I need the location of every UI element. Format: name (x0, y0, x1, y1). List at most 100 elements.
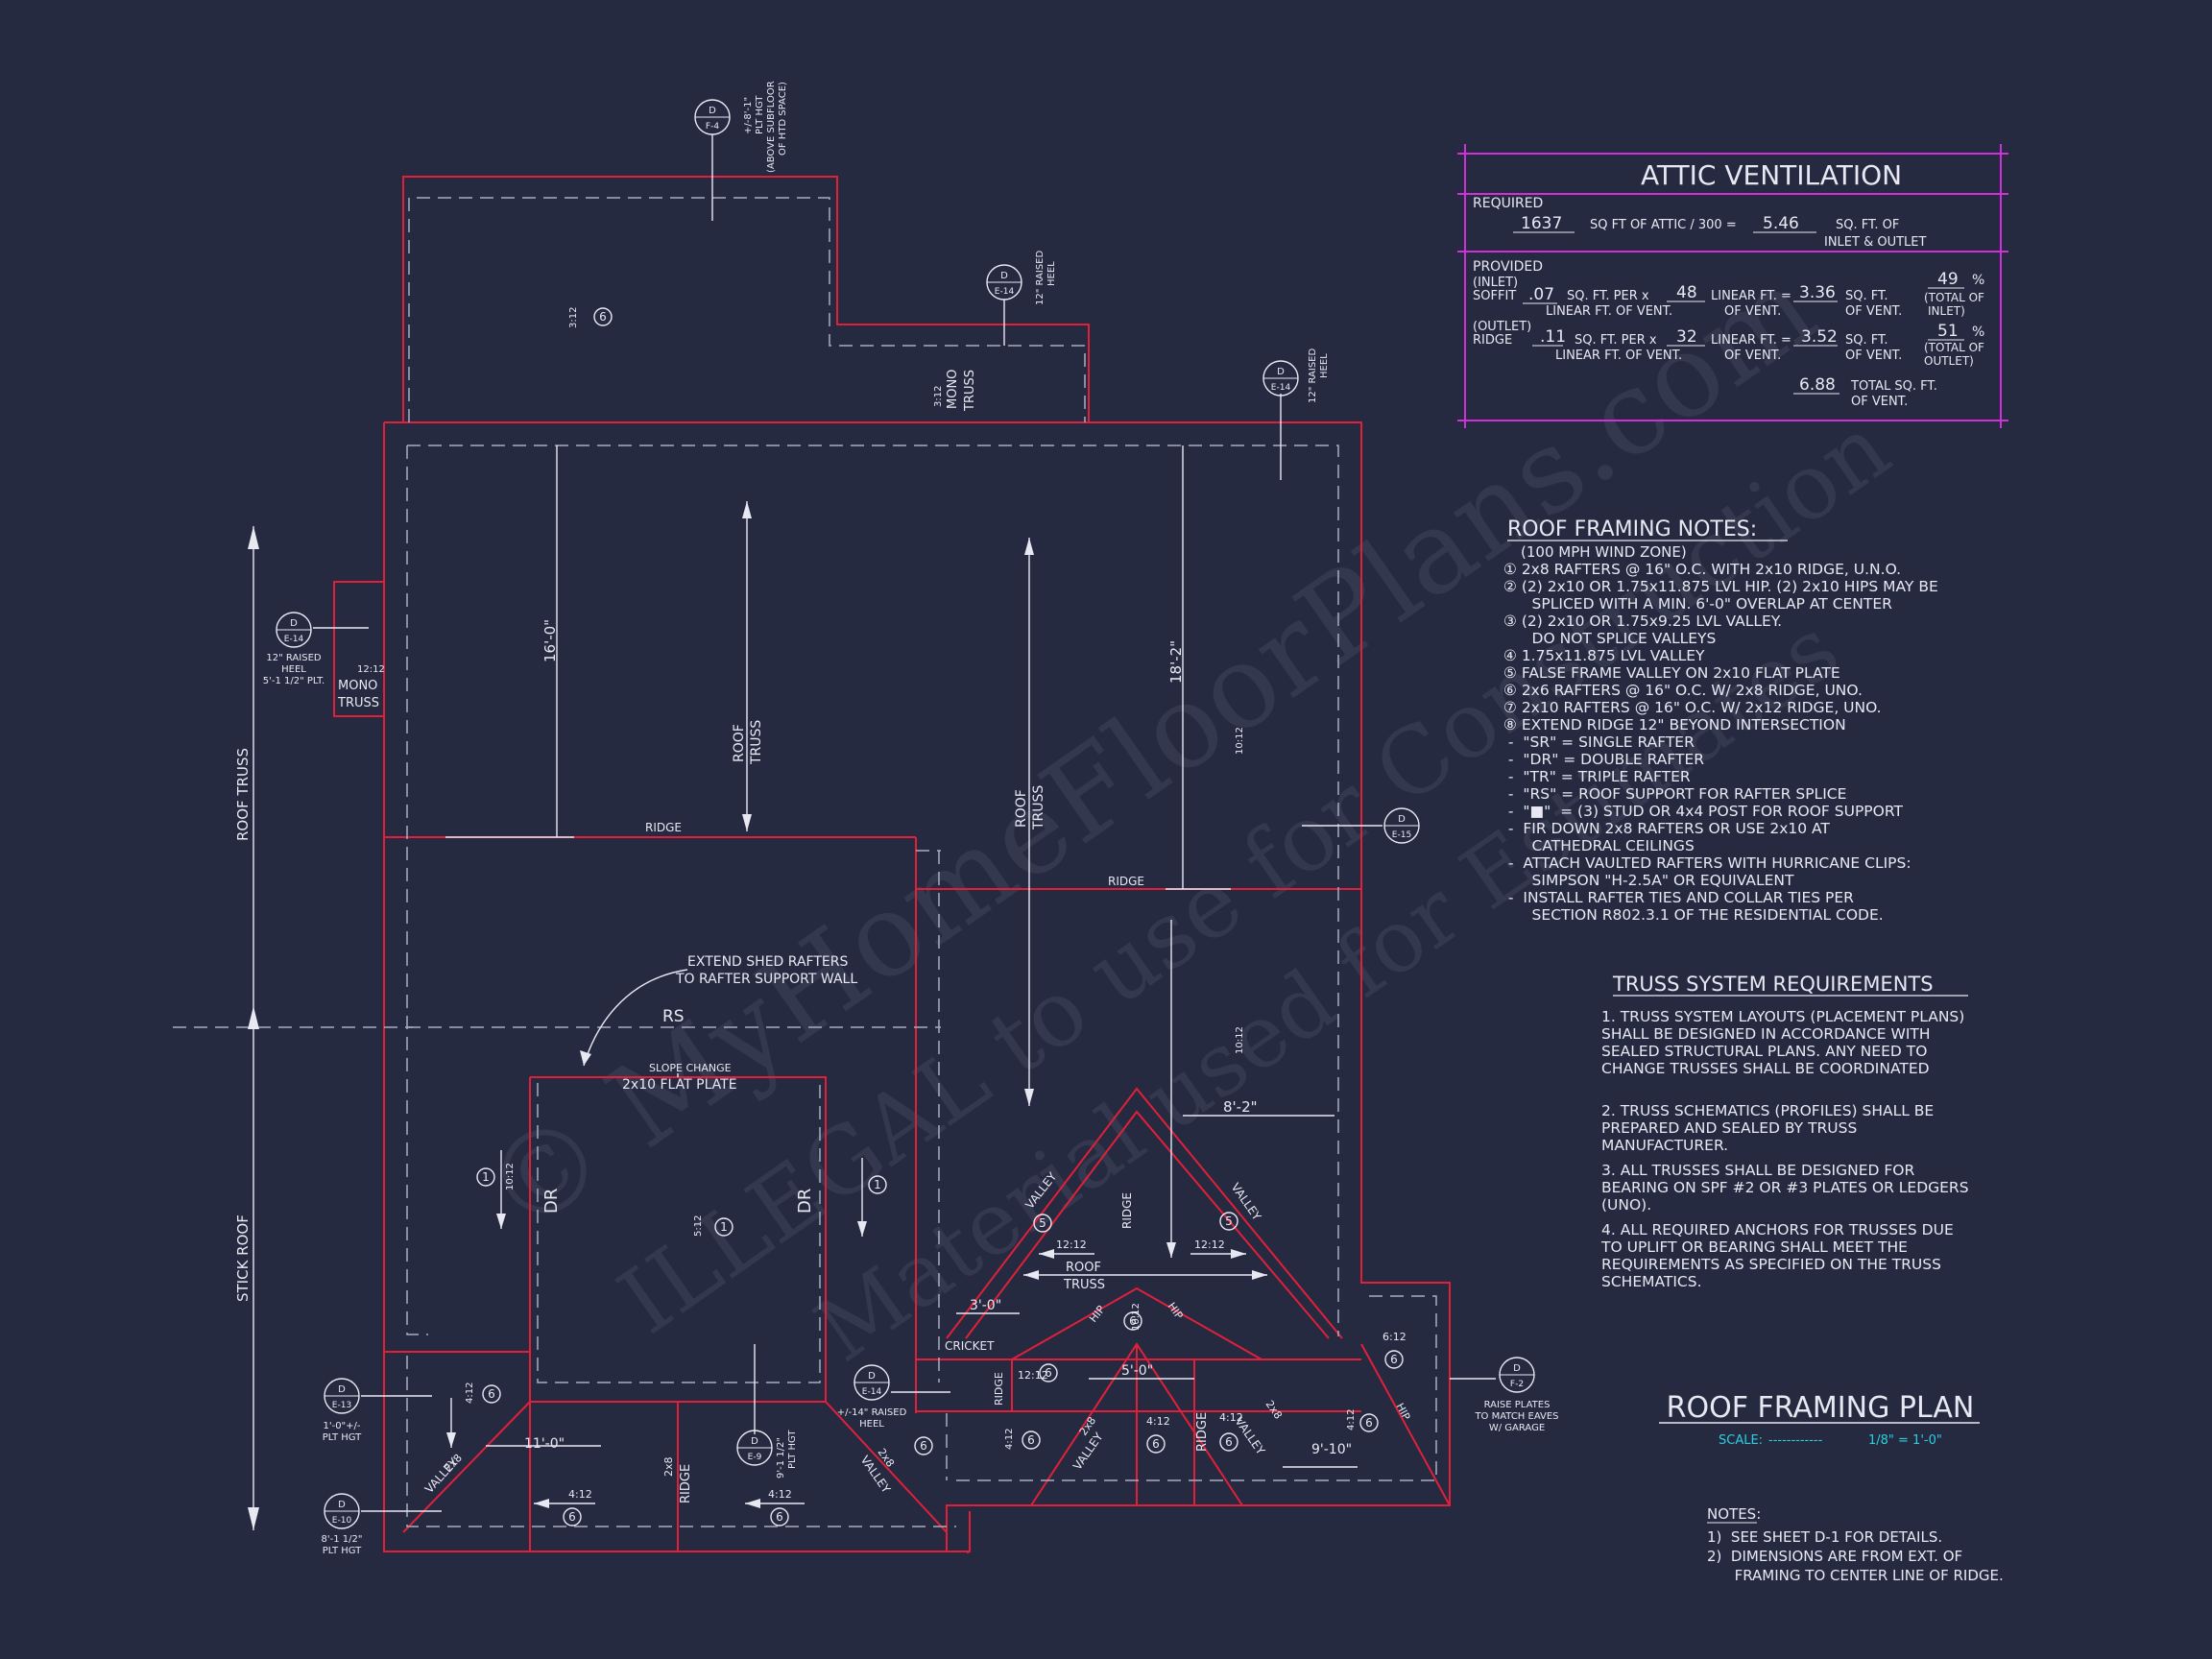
roof-note-line: - "TR" = TRIPLE RAFTER (1503, 768, 1691, 785)
vent-of-vent-3: OF VENT. (1724, 349, 1781, 363)
note-number-6-low-b: 6 (1027, 1433, 1035, 1447)
vent-sq-ft-per-1: SQ. FT. PER x (1567, 289, 1649, 303)
callout-e9-d: D (751, 1436, 758, 1447)
plan-title: ROOF FRAMING PLAN (1667, 1391, 1975, 1425)
plan-scale-value: 1/8" = 1'-0" (1868, 1433, 1942, 1448)
label-pitch-4-12-f: 4:12 (1004, 1429, 1015, 1450)
label-truss-mono-left: TRUSS (337, 696, 379, 710)
label-truss-bottom: TRUSS (1063, 1278, 1105, 1292)
callout-e9-sheet: E-9 (748, 1453, 762, 1462)
dashed-bottom-right (956, 1295, 1437, 1481)
note-bubble-6-low-b (1022, 1431, 1041, 1450)
label-dim-8-2: 8'-2" (1223, 1098, 1258, 1116)
arrowhead-truss-h-left (1023, 1270, 1039, 1280)
callout-e9: D E-9 9'-1 1/2" PLT HGT (736, 1430, 798, 1479)
dashed-main (407, 445, 1339, 1336)
label-ridge-low-a: RIDGE (993, 1372, 1005, 1406)
roof-note-line: CATHEDRAL CEILINGS (1503, 837, 1695, 854)
roof-note-line: ④ 1.75x11.875 LVL VALLEY (1503, 647, 1705, 664)
vent-ridge-label: RIDGE (1473, 333, 1512, 348)
callout-upper-raised: 12" RAISED (1035, 250, 1046, 305)
note-number-6-low: 6 (1045, 1366, 1052, 1380)
arrowhead-4-down (446, 1432, 456, 1448)
callout-top-d: D (709, 106, 716, 116)
label-extend-shed-2: TO RAFTER SUPPORT WALL (675, 972, 857, 987)
arrowhead-shed-leader (580, 1050, 591, 1066)
roof-note-line: - INSTALL RAFTER TIES AND COLLAR TIES PE… (1503, 889, 1854, 906)
vent-grand-total: 6.88 (1799, 375, 1836, 395)
callout-f2-text-1: RAISE PLATES (1484, 1400, 1551, 1410)
callout-top-f4: D F-4 +/-8'-1" PLT HGT (ABOVE SUBFLOOR O… (694, 81, 788, 173)
dashed-shed (537, 1083, 821, 1383)
roof-framing-notes: ROOF FRAMING NOTES: (100 MPH WIND ZONE) … (1503, 517, 1938, 924)
vent-total-of-1: (TOTAL OF (1924, 291, 1984, 304)
truss-req-line: MANUFACTURER. (1601, 1137, 1728, 1154)
label-pitch-12-12-right: 12:12 (1194, 1238, 1225, 1251)
arrowhead-truss-left-top (742, 501, 752, 518)
truss-req-line: 4. ALL REQUIRED ANCHORS FOR TRUSSES DUE (1601, 1221, 1954, 1238)
label-dim-9-10: 9'-10" (1311, 1442, 1352, 1457)
callout-top-text-3: (ABOVE SUBFLOOR (766, 81, 777, 173)
label-slope-change: SLOPE CHANGE (649, 1062, 732, 1074)
roof-note-line: ⑤ FALSE FRAME VALLEY ON 2x10 FLAT PLATE (1503, 664, 1840, 682)
truss-req-line: BEARING ON SPF #2 OR #3 PLATES OR LEDGER… (1601, 1179, 1969, 1196)
label-pitch-5-12: 5:12 (693, 1215, 704, 1237)
arrowhead-4-left (534, 1499, 549, 1508)
callout-low-e14: D E-14 +/-14" RAISED HEEL (837, 1364, 907, 1430)
arrowhead-truss-left-bottom (742, 814, 752, 831)
arrowhead-12-right (1231, 1249, 1246, 1259)
vent-inlet-label: (INLET) (1473, 276, 1518, 290)
dimension-lines (252, 134, 1496, 1530)
outline-left-valleys (402, 1401, 531, 1533)
vent-outlet-label: (OUTLET) (1473, 320, 1531, 334)
dashed-main-left (406, 445, 428, 1335)
label-truss-mono-upper: TRUSS (963, 370, 977, 412)
callout-f2-text-3: W/ GARAGE (1489, 1423, 1545, 1433)
label-valley-b: VALLEY (1229, 1181, 1264, 1224)
note-number-1-left: 1 (482, 1170, 490, 1184)
vent-inlet-close: INLET) (1928, 304, 1965, 318)
vent-required-value: 5.46 (1763, 214, 1799, 233)
note-number-1-shed: 1 (720, 1220, 728, 1234)
vent-of-vent-end: OF VENT. (1851, 395, 1908, 409)
vent-soffit-linear: 48 (1676, 283, 1697, 302)
roof-note-line: - FIR DOWN 2x8 RAFTERS OR USE 2x10 AT (1503, 820, 1830, 837)
callout-e10-sheet: E-10 (332, 1516, 352, 1526)
arrowhead-12-left (1039, 1249, 1054, 1259)
label-roof-bottom: ROOF (1066, 1261, 1101, 1275)
callout-e10-hgt: PLT HGT (323, 1546, 362, 1556)
note-bubble-6-low-d (1219, 1432, 1238, 1452)
vent-pct-2: % (1972, 325, 1984, 340)
note-bubble-6-bottom-a (563, 1507, 582, 1527)
note-bubble-6-mid (914, 1436, 933, 1455)
attic-ventilation-table: ATTIC VENTILATION REQUIRED 1637 SQ FT OF… (1457, 144, 2008, 428)
callout-f2-d: D (1513, 1363, 1521, 1374)
notes-title: NOTES: (1707, 1505, 1761, 1523)
label-roof-left: ROOF (732, 724, 747, 762)
label-pitch-4-12-b: 4:12 (768, 1488, 792, 1501)
roof-notes-lines: ① 2x8 RAFTERS @ 16" O.C. WITH 2x10 RIDGE… (1503, 561, 1938, 924)
label-cricket: CRICKET (945, 1339, 995, 1353)
callout-f2-sheet: F-2 (1510, 1380, 1524, 1389)
roof-note-line: SIMPSON "H-2.5A" OR EQUIVALENT (1503, 872, 1794, 889)
label-2x8-ridge-left: 2x8 (662, 1456, 675, 1477)
callout-top-text-1: +/-8'-1" (743, 97, 754, 134)
callout-e10-d: D (338, 1500, 346, 1510)
label-pitch-upper: 3:12 (568, 307, 579, 328)
callout-e13: D E-13 1'-0"+/- PLT HGT (323, 1378, 362, 1443)
outline-right-hip (1360, 1343, 1451, 1506)
vent-soffit-total: 3.36 (1799, 283, 1836, 302)
vent-of-vent-2: OF VENT. (1845, 304, 1902, 319)
label-dr-right: DR (795, 1189, 815, 1214)
roof-note-line: ⑧ EXTEND RIDGE 12" BEYOND INTERSECTION (1503, 716, 1846, 733)
callout-e13-plt: 1'-0"+/- (323, 1421, 360, 1431)
callout-e9-hgt: PLT HGT (787, 1430, 798, 1469)
truss-req-line: PREPARED AND SEALED BY TRUSS (1601, 1119, 1857, 1137)
outline-lower-gable (1011, 1286, 1262, 1360)
outline-left-bump (333, 581, 384, 717)
vent-linear-ft-eq-2: LINEAR FT. = (1711, 333, 1791, 348)
callout-e13-sheet: E-13 (332, 1401, 351, 1410)
label-pitch-10-12-d: 10:12 (1131, 1303, 1142, 1331)
plan-scale-dashes: ------------ (1768, 1433, 1823, 1448)
vent-linear-ft-of-vent-2: LINEAR FT. OF VENT. (1555, 349, 1682, 363)
